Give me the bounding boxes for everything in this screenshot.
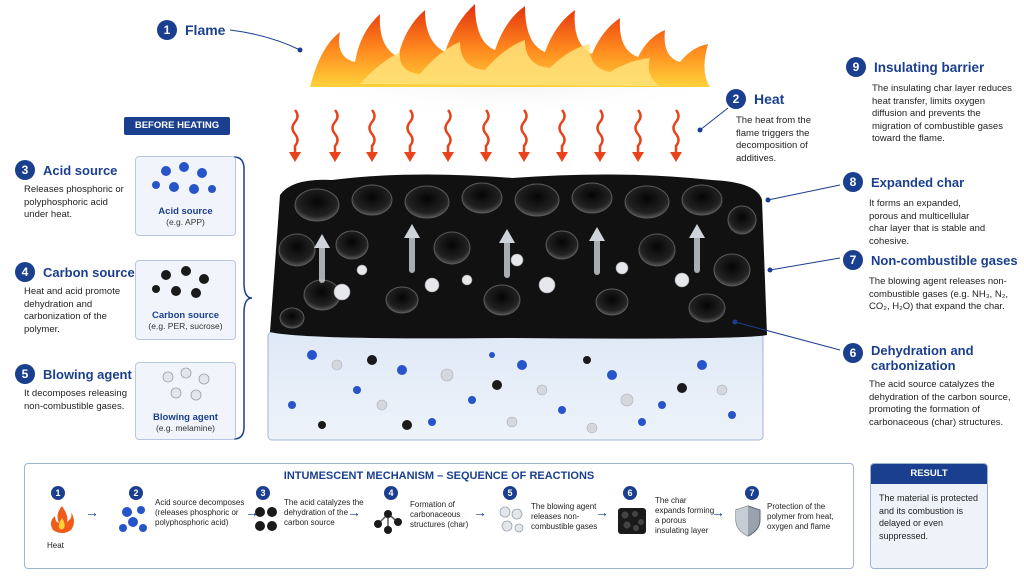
sequence-title: INTUMESCENT MECHANISM – SEQUENCE OF REAC…: [283, 470, 595, 482]
seq-step-7: 7 Protection of the polymer from heat, o…: [733, 486, 851, 537]
result-title: RESULT: [871, 464, 987, 484]
blowing-desc: It decomposes releasing non-combustible …: [24, 388, 127, 412]
seq-step-3-number: 3: [256, 486, 270, 500]
seq-arrow-2: →: [245, 504, 259, 520]
heat-desc: The heat from the flame triggers the dec…: [736, 115, 811, 164]
carbon-desc: Heat and acid promote dehydration and ca…: [24, 286, 121, 335]
seq-arrow-6: →: [711, 504, 725, 520]
seq-step-2-text: Acid source decomposes (releases phospho…: [155, 498, 245, 527]
seq-arrow-5: →: [595, 504, 609, 520]
seq-arrow-4: →: [473, 504, 487, 520]
expanded-title: Expanded char: [871, 174, 965, 190]
blowing-card-sub: (e.g. melamine): [155, 423, 216, 433]
char-block: [267, 174, 767, 441]
dehydration-number: 6: [843, 343, 863, 363]
expanded-char-item: 8 Expanded char It forms an expanded, po…: [843, 172, 1018, 248]
dehydration-desc: The acid source catalyzes the dehydratio…: [869, 379, 1011, 428]
seq-step-2: 2 Acid source decomposes (releases phosp…: [115, 486, 255, 532]
expanded-number: 8: [843, 172, 863, 192]
before-heating-badge: BEFORE HEATING: [124, 117, 230, 135]
seq-step-4-text: Formation of carbonaceous structures (ch…: [410, 500, 469, 529]
heat-arrows: [289, 109, 682, 162]
seq-step-5-number: 5: [503, 486, 517, 500]
result-text: The material is protected and its combus…: [879, 493, 979, 541]
porous-char-icon: [618, 508, 646, 534]
carbon-card-sub: (e.g. PER, sucrose): [148, 321, 223, 331]
flame-icon: [50, 506, 74, 533]
gases-desc: The blowing agent releases non-combustib…: [869, 276, 1009, 312]
acid-desc: Releases phosphoric or polyphosphoric ac…: [24, 184, 124, 220]
heat-label: 2 Heat The heat from the flame triggers …: [726, 89, 836, 165]
carbon-icon: [255, 507, 277, 531]
sequence-panel: INTUMESCENT MECHANISM – SEQUENCE OF REAC…: [24, 463, 854, 569]
expanded-desc: It forms an expanded, porous and multice…: [869, 198, 986, 247]
acid-card: Acid source (e.g. APP): [135, 156, 236, 236]
seq-step-6-text: The char expands forming a porous insula…: [655, 496, 715, 535]
seq-step-2-number: 2: [129, 486, 143, 500]
acid-number: 3: [15, 160, 35, 180]
seq-step-6-number: 6: [623, 486, 637, 500]
insulating-desc: The insulating char layer reduces heat t…: [872, 83, 1012, 144]
seq-step-7-text: Protection of the polymer from heat, oxy…: [767, 502, 834, 531]
flame-number: 1: [157, 20, 177, 40]
heat-number: 2: [726, 89, 746, 109]
seq-step-4: 4 Formation of carbonaceous structures (…: [370, 486, 485, 534]
leader-lines: [229, 29, 841, 351]
carbon-title: Carbon source: [43, 264, 135, 280]
seq-step-1: 1 Heat: [47, 486, 107, 551]
result-panel: RESULT The material is protected and its…: [870, 463, 988, 569]
blowing-agent-item: 5 Blowing agent It decomposes releasing …: [15, 362, 240, 444]
acid-source-item: 3 Acid source Releases phosphoric or pol…: [15, 156, 240, 240]
insulating-label: 9 Insulating barrier The insulating char…: [846, 57, 1016, 146]
blowing-number: 5: [15, 364, 35, 384]
carbon-molecules-icon: [152, 266, 209, 298]
seq-step-6: 6 The char expands forming a porous insu…: [615, 486, 725, 535]
seq-step-3: 3 The acid catalyzes the dehydration of …: [250, 486, 375, 531]
seq-step-1-text: Heat: [47, 541, 64, 550]
shield-icon: [735, 505, 761, 537]
insulating-number: 9: [846, 57, 866, 77]
carbon-card-label: Carbon source: [151, 310, 220, 321]
carbon-source-item: 4 Carbon source Heat and acid promote de…: [15, 260, 240, 342]
flame-label: 1 Flame: [157, 20, 225, 40]
char-structure-icon: [374, 510, 402, 534]
seq-step-7-number: 7: [745, 486, 759, 500]
flame-title: Flame: [185, 22, 226, 38]
gases-title: Non-combustible gases: [871, 252, 1018, 268]
acid-card-label: Acid source: [158, 206, 213, 217]
blowing-molecules-icon: [162, 367, 210, 401]
dehydration-title: Dehydration and carbonization: [871, 343, 974, 373]
gases-item: 7 Non-combustible gases The blowing agen…: [843, 250, 1021, 314]
acid-title: Acid source: [43, 162, 118, 178]
gas-icon: [499, 506, 524, 533]
seq-arrow-3: →: [347, 504, 361, 520]
blowing-title: Blowing agent: [43, 366, 132, 382]
blowing-card: Blowing agent (e.g. melamine): [135, 362, 236, 440]
blowing-card-label: Blowing agent: [153, 412, 218, 423]
seq-step-5-text: The blowing agent releases non-combustib…: [531, 502, 598, 531]
left-bracket: [233, 156, 253, 440]
seq-step-5: 5 The blowing agent releases non-combust…: [495, 486, 613, 533]
seq-step-4-number: 4: [384, 486, 398, 500]
seq-step-3-text: The acid catalyzes the dehydration of th…: [284, 498, 364, 527]
gases-number: 7: [843, 250, 863, 270]
dehydration-item: 6 Dehydration and carbonization The acid…: [843, 343, 1021, 429]
heat-title: Heat: [754, 91, 785, 107]
seq-arrow-1: →: [85, 504, 99, 520]
acid-molecules-icon: [152, 162, 216, 194]
carbon-card: Carbon source (e.g. PER, sucrose): [135, 260, 236, 340]
acid-icon: [119, 506, 147, 532]
flame-graphic: [280, 4, 740, 116]
acid-card-sub: (e.g. APP): [166, 217, 205, 227]
insulating-title: Insulating barrier: [874, 59, 985, 75]
carbon-number: 4: [15, 262, 35, 282]
seq-step-1-number: 1: [51, 486, 65, 500]
